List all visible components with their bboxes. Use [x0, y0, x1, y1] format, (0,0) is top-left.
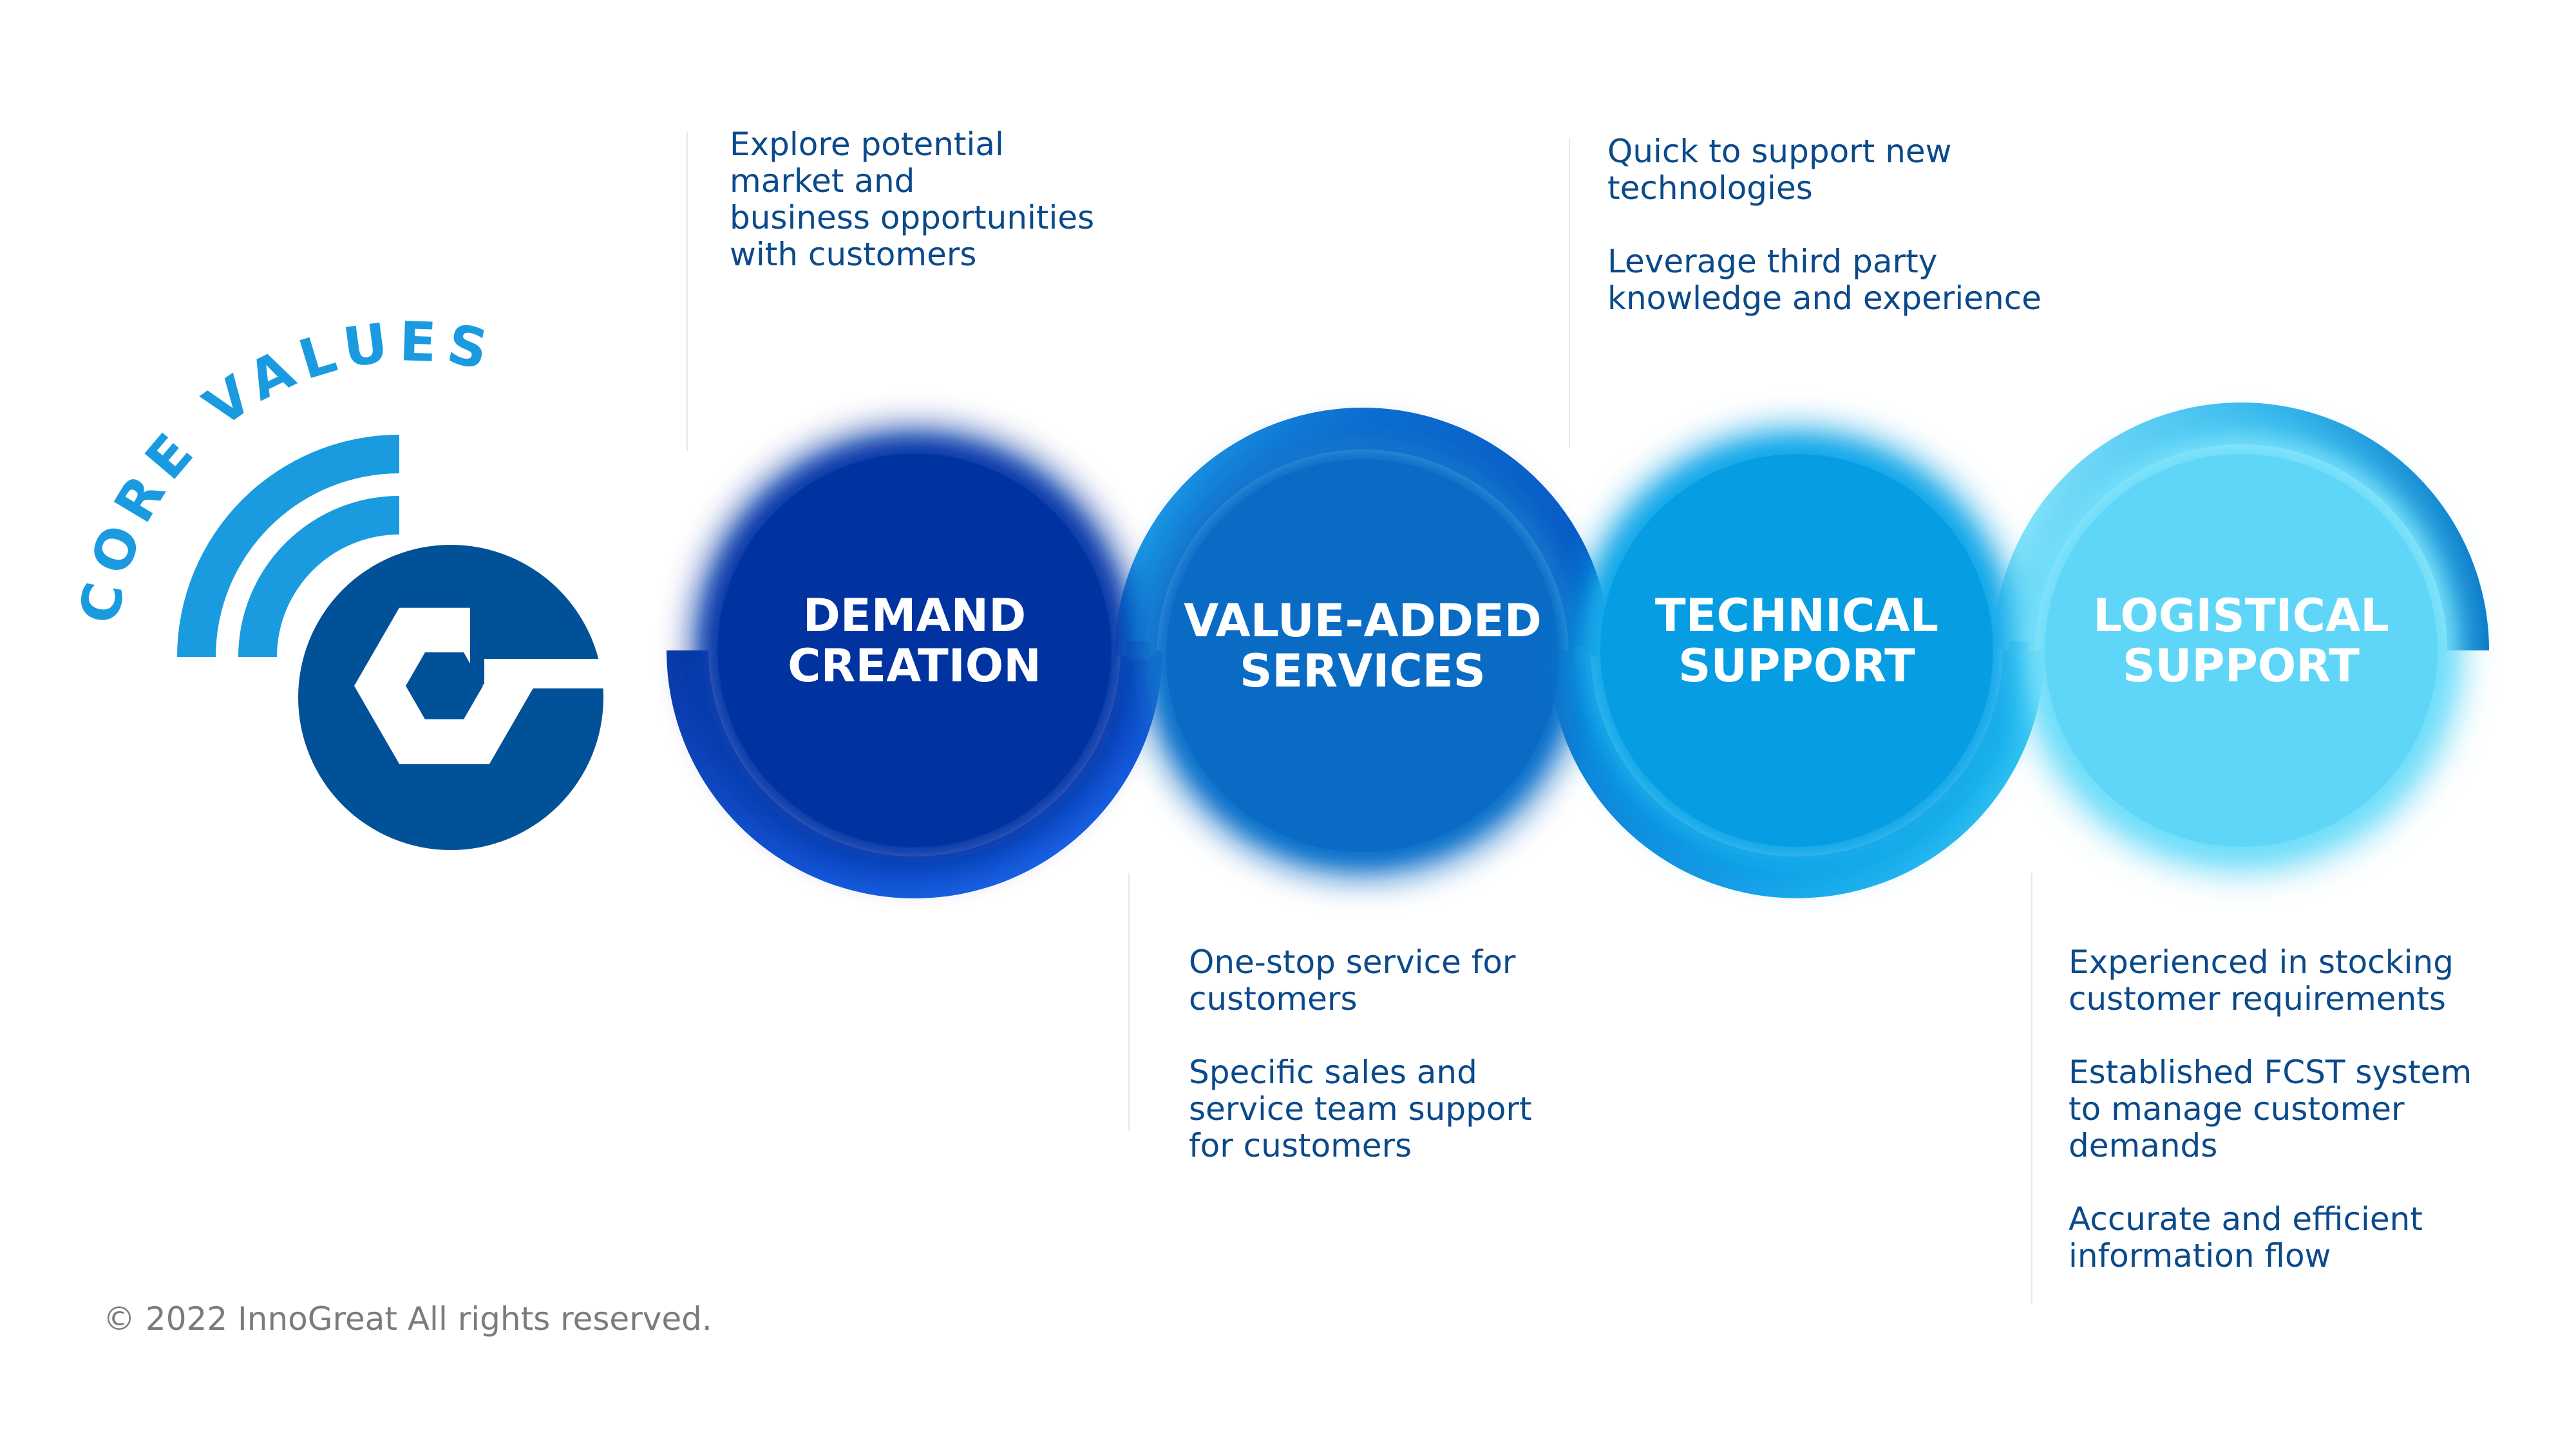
description-line: service team support: [1189, 1090, 1532, 1128]
stage-title-line: LOGISTICAL: [2093, 589, 2389, 642]
logo-circle: [298, 545, 603, 850]
description-line: to manage customer: [2069, 1090, 2405, 1128]
description-line: knowledge and experience: [1607, 279, 2041, 317]
stage-core-4: [2045, 454, 2438, 847]
description-line: market and: [730, 162, 915, 200]
divider-logistical-support: [2031, 873, 2032, 1303]
description-line: Established FCST system: [2069, 1054, 2472, 1091]
description-line: demands: [2069, 1127, 2218, 1164]
description-line: Experienced in stocking: [2069, 943, 2454, 981]
stage-title-line: SERVICES: [1240, 645, 1486, 697]
description-line: Leverage third party: [1607, 243, 1938, 280]
stage-core-2: [1166, 459, 1559, 852]
description-line: customer requirements: [2069, 980, 2446, 1018]
stage-title-line: TECHNICAL: [1655, 589, 1938, 642]
description-line: Accurate and efficient: [2069, 1200, 2423, 1238]
stage-circles: [685, 421, 2470, 885]
description-line: Quick to support new: [1607, 133, 1952, 170]
stage-title-line: SUPPORT: [1678, 639, 1915, 692]
description-line: technologies: [1607, 169, 1813, 207]
logo-g-bar: [484, 659, 607, 688]
paragraph-gap: [1607, 207, 2041, 243]
description-line: customers: [1189, 980, 1358, 1018]
stage-title-line: CREATION: [788, 639, 1041, 692]
description-line: One-stop service for: [1189, 943, 1516, 981]
core-values-logo: CORE VALUES: [67, 310, 607, 850]
description-line: information flow: [2069, 1237, 2331, 1274]
stage-core-3: [1600, 454, 1993, 847]
wave-outer-arc: [177, 435, 399, 657]
copyright-notice: © 2022 InnoGreat All rights reserved.: [103, 1300, 712, 1338]
wave-inner-arc: [238, 496, 399, 657]
description-line: Explore potential: [730, 126, 1004, 163]
stage-core-1: [718, 454, 1111, 847]
stage-title-line: SUPPORT: [2123, 639, 2360, 692]
stage-title-line: VALUE-ADDED: [1184, 594, 1542, 647]
description-line: for customers: [1189, 1127, 1412, 1164]
divider-technical-support: [1569, 138, 1570, 448]
signal-waves-icon: [177, 435, 399, 657]
paragraph-gap: [1189, 1018, 1532, 1054]
divider-value-added-services: [1128, 873, 1130, 1131]
paragraph-gap: [2069, 1018, 2472, 1054]
description-line: with customers: [730, 236, 977, 273]
stage-title-line: DEMAND: [803, 589, 1026, 642]
description-line: business opportunities: [730, 199, 1095, 236]
paragraph-gap: [2069, 1164, 2472, 1201]
divider-demand-creation: [687, 132, 688, 451]
brand-g-icon: [298, 545, 607, 850]
description-line: Specific sales and: [1189, 1054, 1477, 1091]
